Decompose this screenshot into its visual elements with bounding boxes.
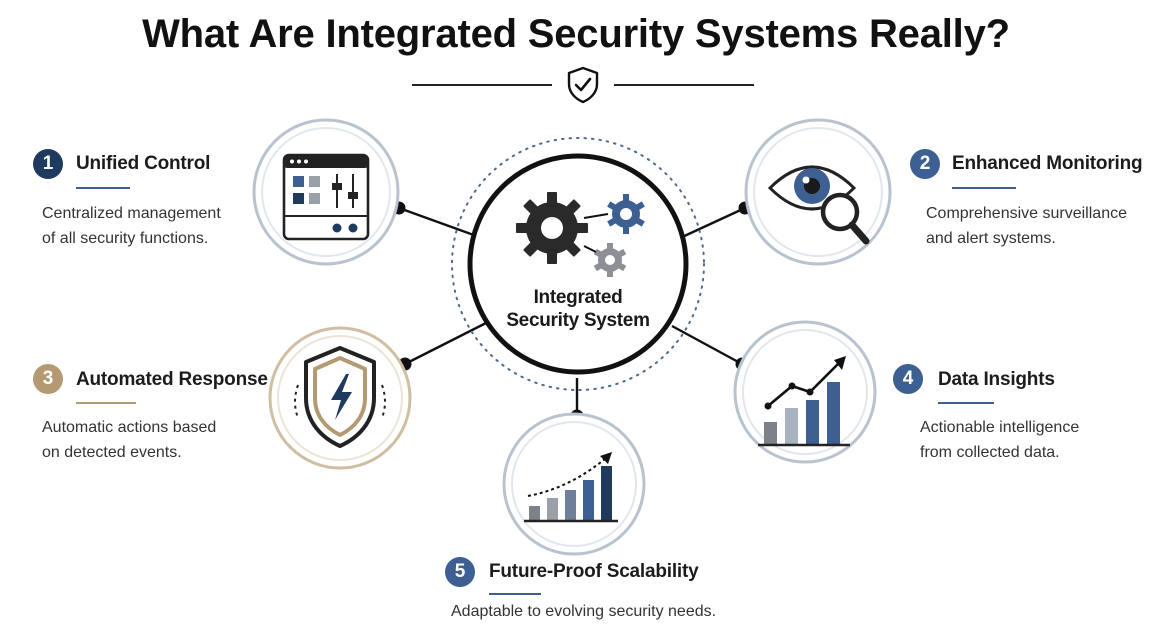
gears-icon (516, 192, 645, 277)
connector-1 (398, 206, 483, 240)
feature-desc-2-line2: and alert systems. (926, 230, 1056, 247)
feature-underline-2 (952, 187, 1016, 189)
feature-desc-2-line1: Comprehensive surveillance (926, 205, 1127, 222)
node-enhanced-monitoring (744, 118, 892, 266)
feature-desc-4-line1: Actionable intelligence (920, 419, 1080, 436)
feature-desc-1-line2: of all security functions. (42, 230, 209, 247)
shield-bolt-icon (294, 346, 386, 448)
feature-underline-3 (76, 402, 136, 404)
node-data-insights (733, 320, 877, 464)
shield-check-icon (567, 66, 599, 104)
connector-3 (404, 320, 489, 366)
feature-label-unified-control: Unified Control (76, 153, 211, 174)
feature-label-enhanced-monitoring: Enhanced Monitoring (952, 153, 1143, 174)
feature-desc-3-line1: Automatic actions based (42, 419, 217, 436)
feature-underline-1 (76, 187, 130, 189)
connector-4 (671, 324, 743, 366)
growth-chart-icon (524, 452, 618, 523)
center-label-line2: Security System (506, 310, 650, 331)
title-rule-right (614, 84, 754, 86)
connector-2 (679, 206, 746, 240)
dashboard-icon (282, 153, 370, 241)
feature-desc-3-line2: on detected events. (42, 444, 182, 461)
center-hub (467, 153, 689, 375)
node-unified-control (252, 118, 400, 266)
feature-underline-4 (938, 402, 994, 404)
center-label-line1: Integrated (533, 287, 623, 308)
center-orbit-ring (451, 137, 705, 391)
page-title: What Are Integrated Security Systems Rea… (142, 12, 1010, 56)
feature-number-5: 5 (445, 557, 475, 587)
feature-number-2: 2 (910, 149, 940, 179)
feature-desc-1-line1: Centralized management (42, 205, 221, 222)
node-future-proof-scalability (502, 412, 646, 556)
feature-number-3: 3 (33, 364, 63, 394)
feature-number-4: 4 (893, 364, 923, 394)
feature-label-future-proof-scalability: Future-Proof Scalability (489, 561, 699, 582)
feature-label-data-insights: Data Insights (938, 369, 1055, 390)
node-automated-response (268, 326, 412, 470)
feature-underline-5 (489, 593, 541, 595)
feature-number-1: 1 (33, 149, 63, 179)
title-rule-left (412, 84, 552, 86)
eye-magnifier-icon (767, 165, 870, 245)
feature-desc-5: Adaptable to evolving security needs. (451, 603, 717, 620)
feature-desc-4-line2: from collected data. (920, 444, 1060, 461)
feature-label-automated-response: Automated Response (76, 369, 268, 390)
bar-chart-icon (758, 356, 850, 447)
